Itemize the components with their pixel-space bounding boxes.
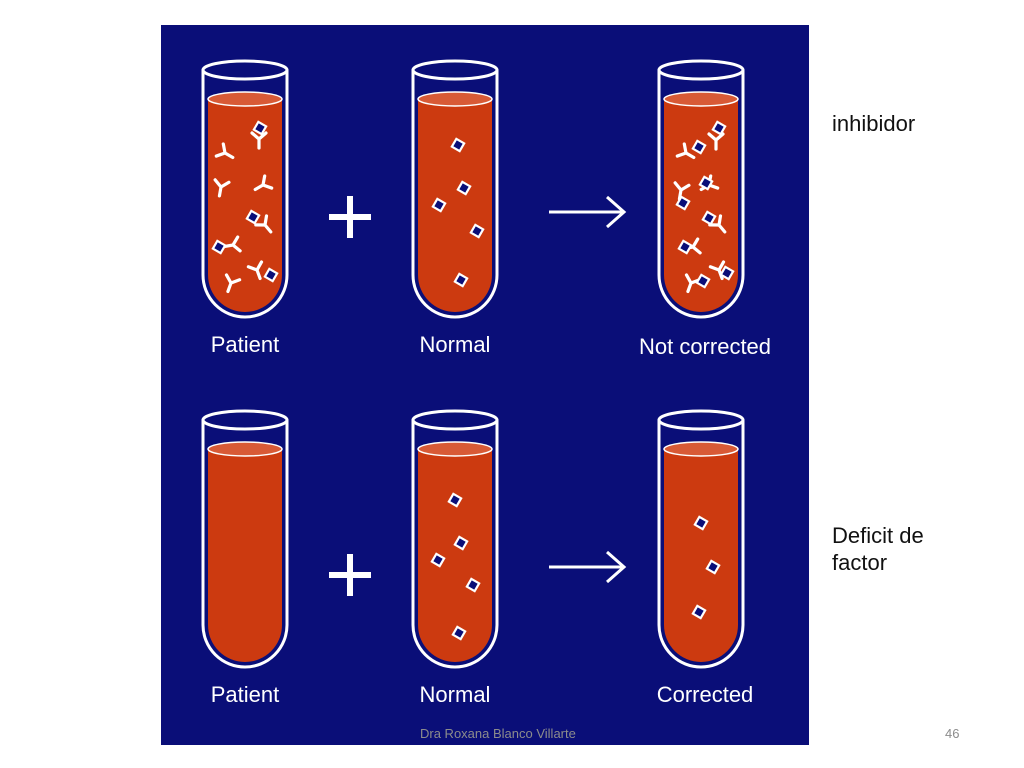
tube-corrected-row2 [657, 409, 745, 669]
factor-deficit-line2: factor [832, 550, 888, 575]
caption-normal-row2: Normal [420, 682, 491, 707]
tube-patient-row1 [201, 59, 289, 319]
plus-icon [329, 196, 371, 238]
plus-icon [329, 554, 371, 596]
caption-normal-row1: Normal [420, 332, 491, 357]
tube-normal-row2 [411, 409, 499, 669]
tube-patient-row2 [201, 409, 289, 669]
mixing-study-diagram: Patient Normal Not corrected [201, 59, 771, 707]
tube-not-corrected-row1 [657, 59, 745, 319]
page-number: 46 [945, 726, 960, 741]
diagram-panel: Patient Normal Not corrected [161, 25, 809, 745]
tube-normal-row1 [411, 59, 499, 319]
factor-deficit-label: Deficit de factor [832, 522, 972, 576]
caption-patient-row2: Patient [211, 682, 280, 707]
footer-author: Dra Roxana Blanco Villarte [420, 726, 576, 741]
arrow-icon [549, 195, 627, 229]
factor-deficit-line1: Deficit de [832, 523, 924, 548]
caption-not-corrected: Not corrected [639, 334, 771, 359]
arrow-icon [549, 550, 627, 584]
caption-patient-row1: Patient [211, 332, 280, 357]
inhibitor-label: inhibidor [832, 111, 916, 136]
caption-corrected: Corrected [657, 682, 754, 707]
